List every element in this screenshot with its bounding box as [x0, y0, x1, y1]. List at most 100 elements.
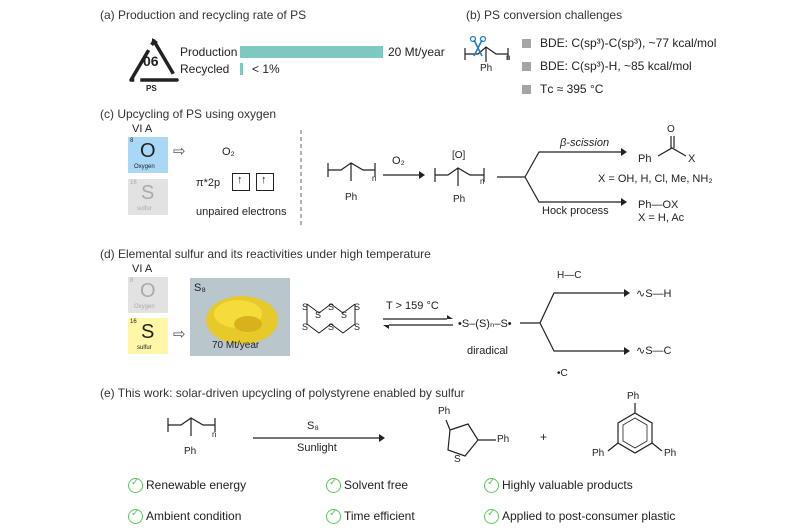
bullet-square [522, 39, 531, 48]
unpaired-label: unpaired electrons [196, 206, 287, 218]
product-top-note: X = OH, H, Cl, Me, NH₂ [598, 173, 713, 185]
feature-ambient-condition: Ambient condition [146, 509, 242, 523]
plus-sign: + [540, 430, 548, 444]
s8-atom: S [328, 322, 335, 332]
challenge-3: Tᴄ ≈ 395 °C [540, 82, 604, 96]
branch-arrows-c [497, 148, 627, 206]
group-label-d: VI A [132, 263, 153, 275]
hock-process-label: Hock process [542, 205, 609, 217]
carbonyl-x: X [688, 153, 696, 165]
benzene-ph-top: Ph [627, 391, 640, 402]
sulfur-production: 70 Mt/year [212, 340, 260, 351]
feature-post-consumer: Applied to post-consumer plastic [502, 509, 676, 523]
orbital-box: ↑ [256, 173, 274, 191]
panel-d-title: (d) Elemental sulfur and its reactivitie… [100, 247, 431, 261]
production-value: 20 Mt/year [388, 45, 445, 59]
equilibrium-arrow [383, 315, 453, 329]
bullet-square [522, 85, 531, 94]
panel-a-title: (a) Production and recycling rate of PS [100, 8, 307, 22]
benzene-ph-left: Ph [592, 448, 605, 459]
s8-atom: S [354, 322, 361, 332]
recycle-icon [129, 38, 179, 82]
recycled-value: < 1% [252, 62, 280, 76]
check-icon: ✓ [484, 508, 499, 524]
feature-valuable-products: Highly valuable products [502, 478, 633, 492]
s8-atom: S [302, 322, 309, 332]
thiophene-ph-right: Ph [497, 434, 510, 445]
benzene-ph-right: Ph [664, 448, 677, 459]
s8-label: S₈ [194, 282, 206, 294]
sulfur-tile: 16 S sulfur [128, 318, 168, 354]
group-label-c: VI A [132, 123, 153, 135]
recycled-bar [240, 63, 243, 75]
carbonyl-structure [657, 136, 687, 157]
carbonyl-o: O [667, 124, 675, 135]
ps-e-group: Ph [184, 446, 197, 457]
h-c-fragment: H—C [557, 270, 582, 281]
s8-atom: S [302, 302, 309, 312]
ps-e-subscript: n [212, 430, 217, 439]
oxidized-tag: [O] [452, 150, 466, 161]
s8-atom: S [354, 302, 361, 312]
s8-atom: S [315, 310, 322, 320]
panel-c-title: (c) Upcycling of PS using oxygen [100, 107, 277, 121]
panel-e-title: (e) This work: solar-driven upcycling of… [100, 386, 465, 400]
oxidized-subscript: n [480, 177, 485, 186]
s8-atom: S [328, 302, 335, 312]
ps-structure-c [327, 162, 376, 181]
production-label: Production [180, 45, 238, 59]
panel-b-title: (b) PS conversion challenges [466, 8, 623, 22]
recycle-code: 06 [143, 53, 159, 69]
sulfur-photo: S₈ 70 Mt/year [190, 278, 290, 356]
thioether-product: ∿S—C [636, 345, 672, 357]
challenge-2: BDE: C(sp³)-H, ~85 kcal/mol [540, 59, 692, 73]
check-icon: ✓ [128, 508, 143, 524]
beta-scission-label: β-scission [560, 137, 610, 149]
reagent-o2: O₂ [392, 155, 405, 167]
thiophene-structure [445, 419, 496, 457]
ps-c-group: Ph [345, 192, 358, 203]
ps-structure-b [464, 35, 509, 62]
ps-structure-e [167, 417, 216, 436]
s8-atom: S [341, 310, 348, 320]
recycle-label: PS [146, 84, 157, 93]
oxygen-tile-d: 8 O Oxygen [128, 277, 168, 313]
check-icon: ✓ [128, 477, 143, 493]
product-bottom: Ph—OX [638, 199, 679, 211]
orbital-label: π*2p [196, 177, 221, 189]
sunlight-condition: Sunlight [297, 442, 337, 454]
oxygen-tile: 8 O Oxygen [128, 137, 168, 173]
sulfur-tile-c: 16 S sulfur [128, 179, 168, 215]
check-icon: ✓ [326, 477, 341, 493]
challenge-1: BDE: C(sp³)-C(sp³), ~77 kcal/mol [540, 36, 717, 50]
diradical-label: diradical [467, 345, 508, 357]
product-bottom-note: X = H, Ac [638, 212, 685, 224]
temperature-condition: T > 159 °C [386, 300, 439, 312]
radical-c-fragment: •C [557, 368, 568, 379]
ps-b-subscript: n [506, 53, 511, 62]
feature-time-efficient: Time efficient [344, 509, 415, 523]
ps-c-subscript: n [372, 174, 377, 183]
thiophene-s: S [454, 454, 461, 465]
feature-solvent-free: Solvent free [344, 478, 409, 492]
reaction-arrow [383, 171, 425, 179]
triphenylbenzene-structure [607, 403, 663, 454]
ps-b-group: Ph [480, 63, 493, 74]
hollow-arrow: ⇨ [173, 326, 186, 343]
thiophene-ph-top: Ph [438, 406, 451, 417]
reaction-arrow-e [253, 434, 385, 442]
check-icon: ✓ [326, 508, 341, 524]
s8-ring [306, 303, 356, 334]
production-bar [240, 46, 383, 58]
carbonyl-ph: Ph [638, 153, 652, 165]
sulfur-symbol: S [141, 321, 155, 343]
dashed-divider [300, 130, 302, 225]
hollow-arrow: ⇨ [173, 143, 186, 160]
recycled-label: Recycled [180, 62, 230, 76]
thiol-product: ∿S—H [636, 288, 672, 300]
oxidized-ps [434, 167, 485, 186]
orbital-box: ↑ [232, 173, 250, 191]
oxygen-symbol: O [140, 140, 156, 162]
o2-label: O₂ [222, 146, 235, 158]
diradical-formula: •S‒(S)ₙ‒S• [458, 318, 512, 330]
